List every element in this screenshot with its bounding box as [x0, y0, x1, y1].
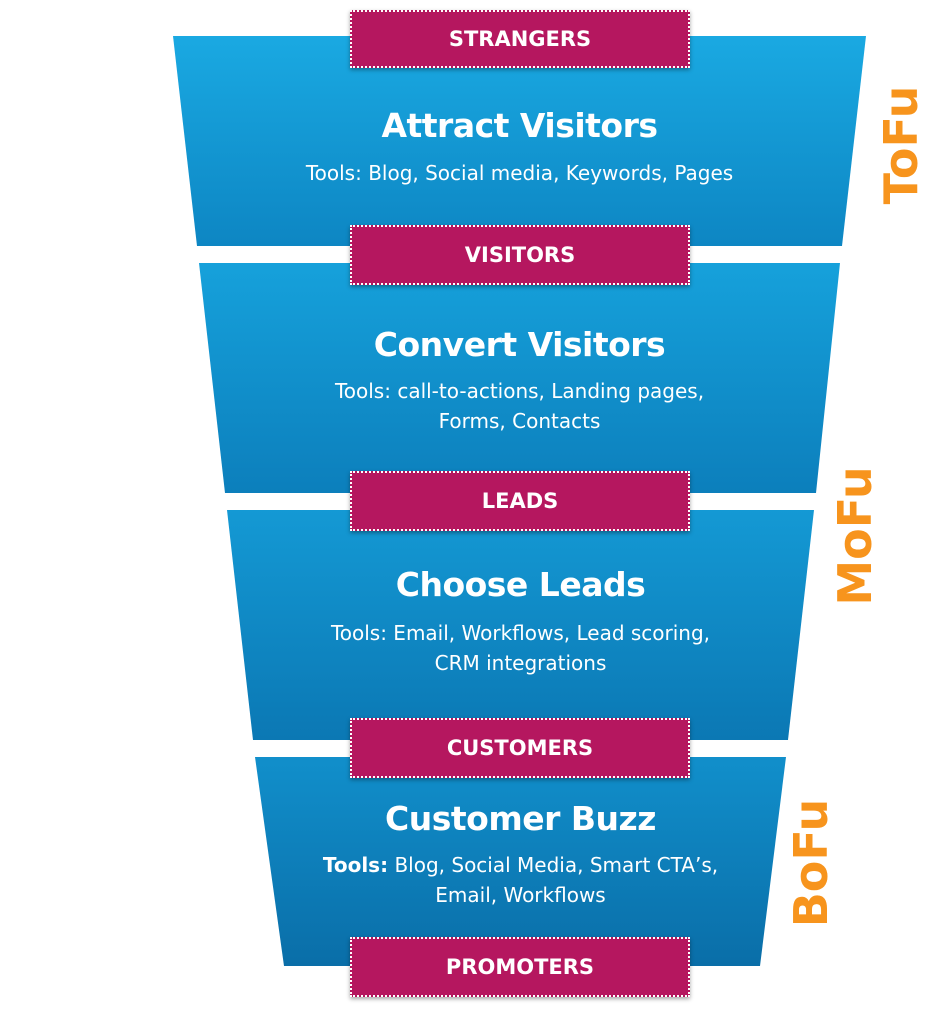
- phase-mofu: MoFu: [828, 466, 882, 606]
- funnel-segment-1: [173, 36, 866, 246]
- stage-title-choose: Choose Leads: [395, 565, 646, 604]
- tools-list: Blog, Social Media, Smart CTA’s,: [388, 853, 719, 877]
- stage-tools-line: Tools: Email, Workflows, Lead scoring,: [330, 621, 711, 645]
- funnel-segment-4: [255, 757, 786, 966]
- stage-title-convert: Convert Visitors: [373, 325, 666, 364]
- label-strangers: STRANGERS: [350, 10, 690, 68]
- stage-tools-choose: Tools: Email, Workflows, Lead scoring, C…: [227, 618, 814, 678]
- stage-title-attract: Attract Visitors: [381, 106, 658, 145]
- stage-tools-line: Forms, Contacts: [438, 409, 601, 433]
- stage-tools-line: CRM integrations: [434, 651, 607, 675]
- label-customers: CUSTOMERS: [350, 718, 690, 778]
- stage-tools-line: Email, Workflows: [435, 883, 606, 907]
- funnel-segment-3: [227, 510, 814, 740]
- stage-tools-line: Tools: Blog, Social media, Keywords, Pag…: [305, 161, 734, 185]
- phase-bofu: BoFu: [784, 798, 838, 928]
- stage-tools-convert: Tools: call-to-actions, Landing pages, F…: [199, 376, 840, 436]
- label-visitors: VISITORS: [350, 225, 690, 285]
- stage-tools-line: Tools: Blog, Social Media, Smart CTA’s,: [255, 850, 786, 880]
- funnel-segment-2: [199, 263, 840, 493]
- stage-tools-buzz: Tools: Blog, Social Media, Smart CTA’s, …: [255, 850, 786, 910]
- phase-tofu: ToFu: [874, 85, 928, 205]
- label-promoters: PROMOTERS: [350, 937, 690, 997]
- tools-prefix: Tools:: [322, 853, 389, 877]
- stage-tools-line: Tools: call-to-actions, Landing pages,: [334, 379, 705, 403]
- label-leads: LEADS: [350, 471, 690, 531]
- stage-tools-attract: Tools: Blog, Social media, Keywords, Pag…: [173, 158, 866, 188]
- stage-title-buzz: Customer Buzz: [385, 799, 656, 838]
